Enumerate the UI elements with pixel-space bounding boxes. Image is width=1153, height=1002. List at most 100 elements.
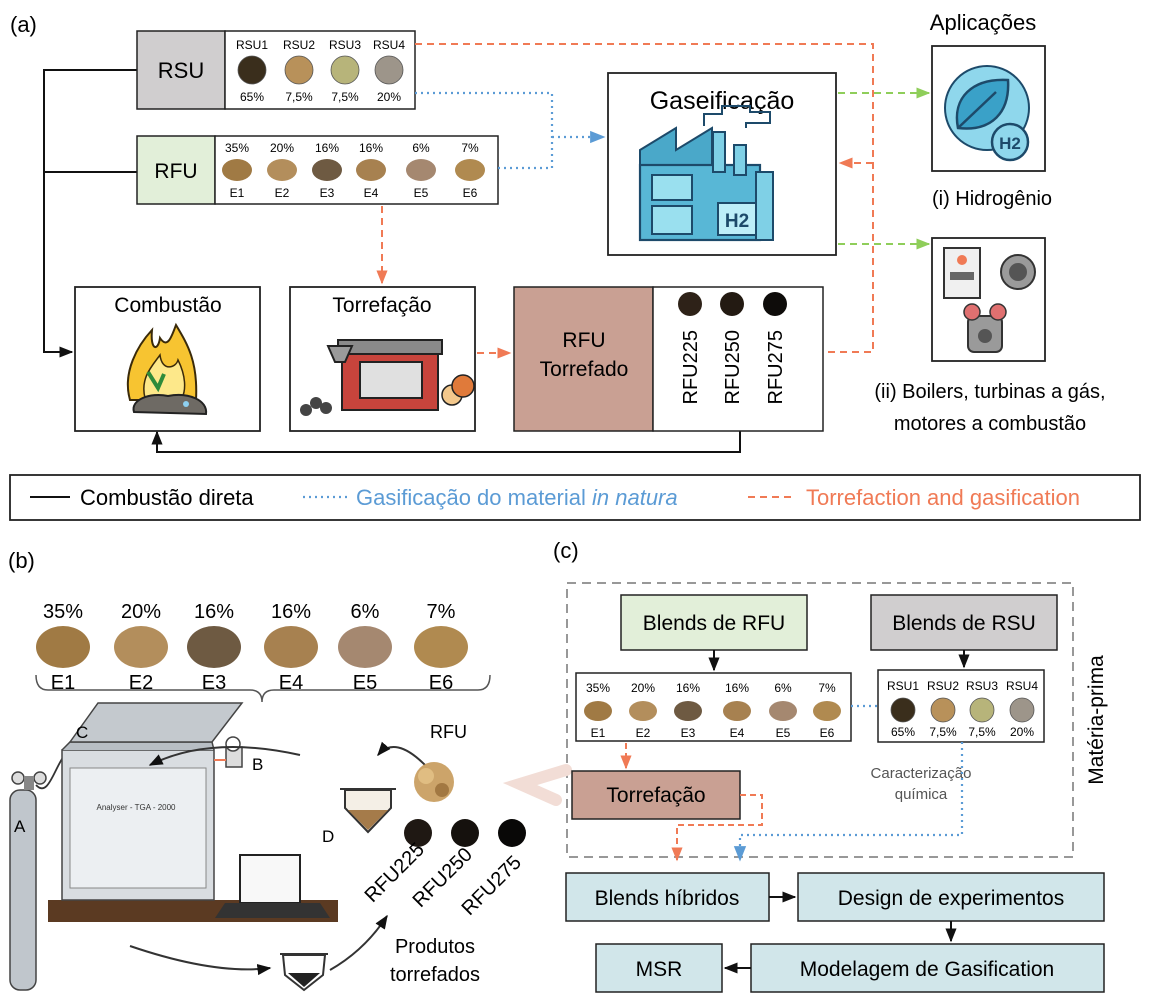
c-torrefaction-label: Torrefação (606, 784, 705, 807)
doe-box: Design de experimentos (797, 872, 1105, 922)
c-rfu-sample-name: E1 (591, 726, 606, 740)
torrefied-product-label: RFU225 (680, 330, 702, 404)
characterization-label-2: química (895, 786, 948, 803)
crucible-torrefied-sample (288, 973, 320, 987)
gas-cylinder (9, 789, 37, 991)
panel-label-c: (c) (553, 538, 579, 563)
b-sample-pile (264, 626, 318, 668)
rfu-sample-pile (455, 159, 485, 181)
rfu-sample-pct: 7% (461, 141, 479, 155)
b-sample-pct: 16% (194, 601, 234, 623)
b-sample-pile (36, 626, 90, 668)
power-application-label-2: motores a combustão (894, 413, 1086, 435)
b-sample-name: E1 (51, 672, 75, 694)
rfu-sample-pile (222, 159, 252, 181)
tga-lid (68, 702, 244, 743)
applications-title: Aplicações (930, 10, 1036, 35)
b-sample-name: E2 (129, 672, 153, 694)
c-rfu-sample-pct: 20% (631, 681, 655, 695)
c-rfu-sample-name: E6 (820, 726, 835, 740)
legend-natura-label: Gasificação do material in natura (356, 485, 678, 510)
b-sample-pile (114, 626, 168, 668)
c-rfu-samples-box (575, 672, 852, 742)
raw-material-label: Matéria-prima (1085, 655, 1108, 785)
b-sample-pct: 35% (43, 601, 83, 623)
doe-label: Design de experimentos (838, 887, 1064, 910)
rfu-label-b: RFU (430, 722, 467, 742)
modeling-box: Modelagem de Gasification (750, 943, 1105, 993)
rfu-sample-pct: 20% (270, 141, 294, 155)
c-rsu-sample-pct: 7,5% (929, 725, 957, 739)
rfu-sample-name: E6 (463, 186, 478, 200)
c-rsu-sample-name: RSU3 (966, 679, 998, 693)
blends-rfu-box: Blends de RFU (620, 594, 808, 651)
rfu-sample-name: E3 (320, 186, 335, 200)
fire-icon (126, 322, 208, 416)
rfu-label: RFU (154, 160, 197, 183)
hybrid-blends-box: Blends híbridos (565, 872, 770, 922)
c-rfu-sample-pile (769, 701, 797, 721)
c-rfu-sample-pile (629, 701, 657, 721)
rfu-torrefied-line2: Torrefado (540, 358, 629, 381)
tga-front-panel (69, 767, 207, 889)
rsu-sample-pile (284, 55, 314, 85)
hydrogen-application-box: H2 (931, 45, 1046, 172)
flow-gauge-icon (225, 736, 241, 752)
torrefaction-box: Torrefação (289, 286, 476, 432)
hydrogen-leaf-icon: H2 (944, 65, 1030, 162)
c-rfu-sample-pct: 35% (586, 681, 610, 695)
msr-label: MSR (636, 958, 683, 981)
boiler-icon (943, 247, 981, 299)
legend-natura-italic: in natura (592, 485, 678, 510)
torrefied-sample-pile (678, 292, 702, 316)
c-rfu-sample-pct: 16% (676, 681, 700, 695)
turbine-icon (1000, 254, 1036, 290)
rfu-sample-pile (406, 159, 436, 181)
c-rsu-sample-pct: 20% (1010, 725, 1034, 739)
b-sample-name: E4 (279, 672, 303, 694)
rfu-sample-name: E4 (364, 186, 379, 200)
rfu-sample-name: E2 (275, 186, 290, 200)
b-torrefied-pile (498, 819, 526, 847)
rsu-sample-pct: 65% (240, 90, 264, 104)
combustion-box: Combustão (74, 286, 261, 432)
h2-leaf-label: H2 (999, 134, 1021, 153)
laptop-screen (239, 854, 301, 904)
c-rsu-sample-pile (930, 697, 956, 723)
hybrid-blends-label: Blends híbridos (595, 887, 740, 910)
legend-direct-label: Combustão direta (80, 485, 254, 510)
c-rsu-sample-pile (1009, 697, 1035, 723)
application-lines (838, 87, 931, 250)
panel-label-a: (a) (10, 12, 37, 37)
torrefaction-gasification-lines (376, 43, 874, 359)
rsu-sample-pile (237, 55, 267, 85)
rfu-sample-pile (267, 159, 297, 181)
products-label-2: torrefados (390, 964, 480, 986)
in-natura-gasification-lines (415, 91, 606, 170)
torrefied-sample-pile (720, 292, 744, 316)
c-rfu-sample-name: E4 (730, 726, 745, 740)
torrefaction-label: Torrefação (332, 294, 431, 317)
characterization-label-1: Caracterização (871, 765, 972, 782)
blends-rfu-label: Blends de RFU (643, 612, 785, 635)
panel-label-b: (b) (8, 548, 35, 573)
tga-instrument-label: Analyser - TGA - 2000 (97, 803, 177, 812)
rsu-box: RSU (136, 30, 416, 110)
c-torrefaction-box: Torrefação (571, 770, 741, 820)
rfu-sample-pct: 35% (225, 141, 249, 155)
power-application-label-1: (ii) Boilers, turbinas a gás, (874, 381, 1105, 403)
torrefaction-machine-icon (300, 339, 475, 416)
c-rfu-sample-name: E3 (681, 726, 696, 740)
label-c: C (76, 723, 88, 742)
c-rsu-sample-pile (969, 697, 995, 723)
rsu-label: RSU (158, 58, 204, 83)
back-arrow-to-b (502, 764, 572, 806)
pressure-gauge-left-icon (11, 771, 25, 785)
rfu-sample-name: E1 (230, 186, 245, 200)
